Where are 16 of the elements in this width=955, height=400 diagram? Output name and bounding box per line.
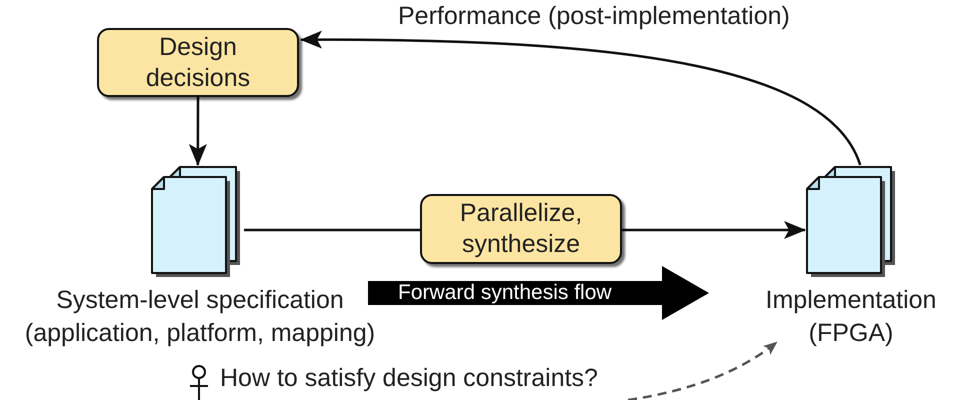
node-caption: System-level specification (application, platform, mapping): [24, 285, 376, 349]
node-caption: Implementation (FPGA): [764, 285, 938, 349]
process-box: [420, 194, 622, 264]
dashed-arrow: [628, 341, 778, 400]
node-label: Design decisions: [144, 32, 252, 94]
process-box: [97, 28, 299, 97]
connector-line: [244, 228, 420, 232]
arrow: [300, 30, 862, 166]
question-text: How to satisfy design constraints?: [220, 363, 598, 394]
document-stack-icon: [805, 165, 897, 279]
node-label: Parallelize, synthesize: [458, 198, 584, 260]
arrow: [622, 220, 806, 239]
document-stack-icon: [150, 165, 242, 279]
arrow: [188, 97, 207, 166]
edge-label: Performance (post-implementation): [398, 1, 790, 31]
arrow-label: Forward synthesis flow: [398, 281, 612, 305]
